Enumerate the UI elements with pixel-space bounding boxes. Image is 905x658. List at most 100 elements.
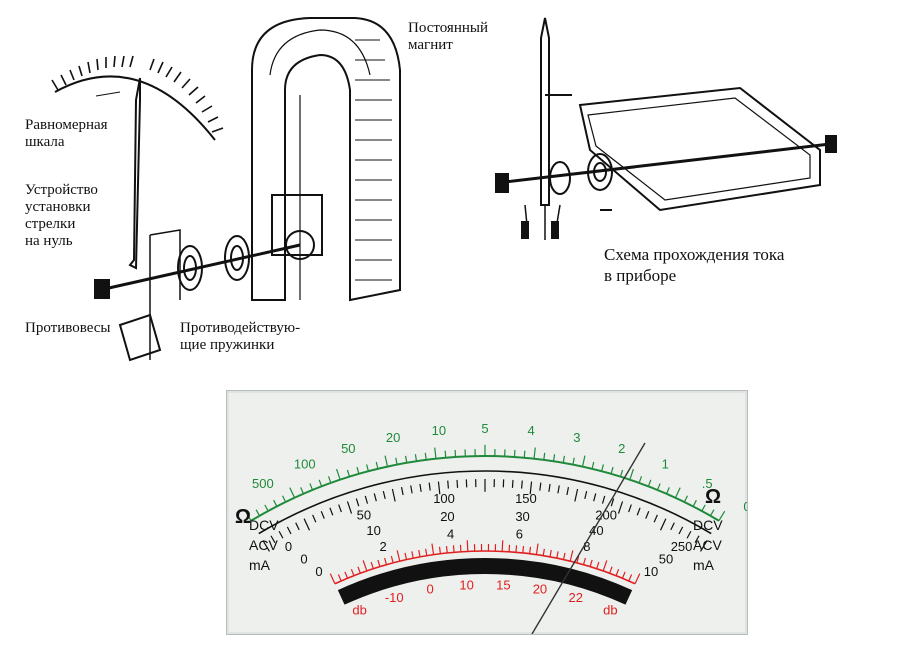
ohm-tick bbox=[346, 469, 351, 477]
dcv-tick bbox=[686, 530, 692, 539]
dcv-tick bbox=[295, 522, 300, 531]
uniform-scale-ticks bbox=[51, 55, 224, 133]
dcv-250-label: 250 bbox=[671, 539, 693, 554]
ohm-tick bbox=[289, 487, 296, 499]
ohm-tick bbox=[414, 454, 418, 462]
dcv-tick bbox=[410, 485, 413, 494]
dcv-tick bbox=[373, 493, 377, 502]
dcv-tick bbox=[601, 495, 606, 504]
db-scale-label: db bbox=[352, 602, 366, 617]
ohm-tick bbox=[601, 464, 604, 472]
ohm-scale-label: 20 bbox=[386, 430, 400, 445]
ohm-tick bbox=[543, 452, 546, 460]
db-scale-label: -10 bbox=[385, 590, 404, 605]
db-tick bbox=[556, 551, 559, 559]
db-tick bbox=[344, 571, 349, 579]
dcv-50-label: 50 bbox=[659, 551, 673, 566]
spring-2 bbox=[224, 235, 250, 281]
ohm-scale-label: 500 bbox=[252, 476, 274, 491]
ohm-tick bbox=[629, 468, 634, 480]
dcv-tick bbox=[428, 482, 431, 491]
ohm-tick bbox=[647, 479, 652, 487]
ohm-scale-label: 50 bbox=[341, 441, 355, 456]
dcv-tick bbox=[511, 479, 514, 488]
db-scale-arc bbox=[334, 550, 636, 585]
ohm-scale-label: 4 bbox=[528, 423, 535, 438]
db-tick bbox=[370, 561, 374, 569]
ohm-scale-label: .5 bbox=[702, 476, 713, 491]
ohm-tick bbox=[656, 483, 661, 491]
ohm-tick bbox=[384, 455, 389, 467]
db-tick bbox=[615, 568, 620, 576]
db-scale-label: 20 bbox=[533, 582, 547, 597]
db-tick bbox=[431, 543, 435, 555]
label-zero-adjust: Устройство установки стрелки на нуль bbox=[25, 182, 98, 249]
mode-ma-left: mA bbox=[249, 557, 270, 573]
mode-acv-left: ACV bbox=[249, 537, 278, 553]
dcv-tick bbox=[312, 514, 317, 523]
dcv-tick bbox=[520, 480, 523, 489]
ohm-tick bbox=[244, 510, 252, 522]
db-tick bbox=[452, 545, 455, 553]
dcv-tick bbox=[700, 540, 708, 552]
dcv-tick bbox=[364, 495, 369, 504]
ohm-tick bbox=[674, 487, 681, 499]
dcv-tick bbox=[529, 481, 533, 495]
dcv-10-label: 10 bbox=[644, 564, 658, 579]
dcv-tick bbox=[262, 540, 270, 552]
ohm-tick bbox=[309, 483, 314, 491]
dcv-tick bbox=[659, 518, 667, 531]
dcv-tick bbox=[539, 482, 542, 491]
dcv-tick bbox=[557, 485, 560, 494]
db-tick bbox=[350, 568, 355, 576]
ohm-symbol-left: Ω bbox=[235, 506, 252, 528]
dcv-tick bbox=[584, 490, 588, 500]
ohm-scale-label: 5 bbox=[481, 421, 488, 436]
db-tick bbox=[425, 548, 428, 556]
dcv-10-label: 8 bbox=[583, 539, 590, 554]
ohm-tick bbox=[273, 499, 278, 507]
mechanism-illustration bbox=[51, 17, 837, 362]
ohm-scale-label: 3 bbox=[573, 430, 580, 445]
uniform-scale-arc bbox=[54, 75, 216, 141]
magnet-hatching bbox=[355, 39, 392, 281]
db-tick bbox=[589, 559, 593, 567]
shaft-knob-left bbox=[495, 173, 509, 193]
db-scale-label: 15 bbox=[496, 578, 510, 593]
coil-frame bbox=[578, 86, 821, 212]
db-tick bbox=[549, 549, 552, 558]
db-tick bbox=[515, 545, 518, 553]
ohm-scale-label: 10 bbox=[432, 423, 446, 438]
mode-acv-right: ACV bbox=[693, 537, 722, 553]
db-tick bbox=[569, 550, 574, 562]
ohm-tick bbox=[610, 466, 614, 474]
dcv-250-label: 0 bbox=[285, 539, 292, 554]
db-tick bbox=[522, 545, 525, 554]
db-tick bbox=[337, 574, 342, 582]
dcv-10-label: 6 bbox=[516, 527, 523, 542]
dcv-10-label: 0 bbox=[315, 564, 322, 579]
db-tick bbox=[362, 560, 368, 572]
ohm-tick bbox=[356, 466, 360, 474]
ohm-tick bbox=[336, 468, 341, 480]
dcv-tick bbox=[566, 487, 570, 496]
ohm-tick bbox=[709, 509, 715, 517]
coil-shaft bbox=[504, 142, 831, 184]
ohm-tick bbox=[683, 495, 688, 503]
db-tick bbox=[466, 540, 469, 552]
dcv-tick bbox=[320, 511, 325, 519]
db-tick bbox=[357, 566, 361, 574]
dcv-tick bbox=[694, 535, 700, 544]
db-tick bbox=[582, 557, 586, 565]
label-permanent-magnet: Постоянный магнит bbox=[408, 20, 488, 53]
ohm-symbol-right: Ω bbox=[705, 486, 722, 508]
ohm-tick bbox=[318, 479, 323, 487]
db-scale-label: 10 bbox=[459, 578, 473, 593]
label-uniform-scale: Равномерная шкала bbox=[25, 117, 108, 150]
db-tick bbox=[384, 557, 388, 565]
ohm-tick bbox=[327, 476, 332, 484]
db-tick bbox=[609, 566, 613, 574]
ohm-tick bbox=[562, 455, 566, 463]
db-tick bbox=[628, 574, 633, 582]
ohm-tick bbox=[375, 461, 379, 469]
